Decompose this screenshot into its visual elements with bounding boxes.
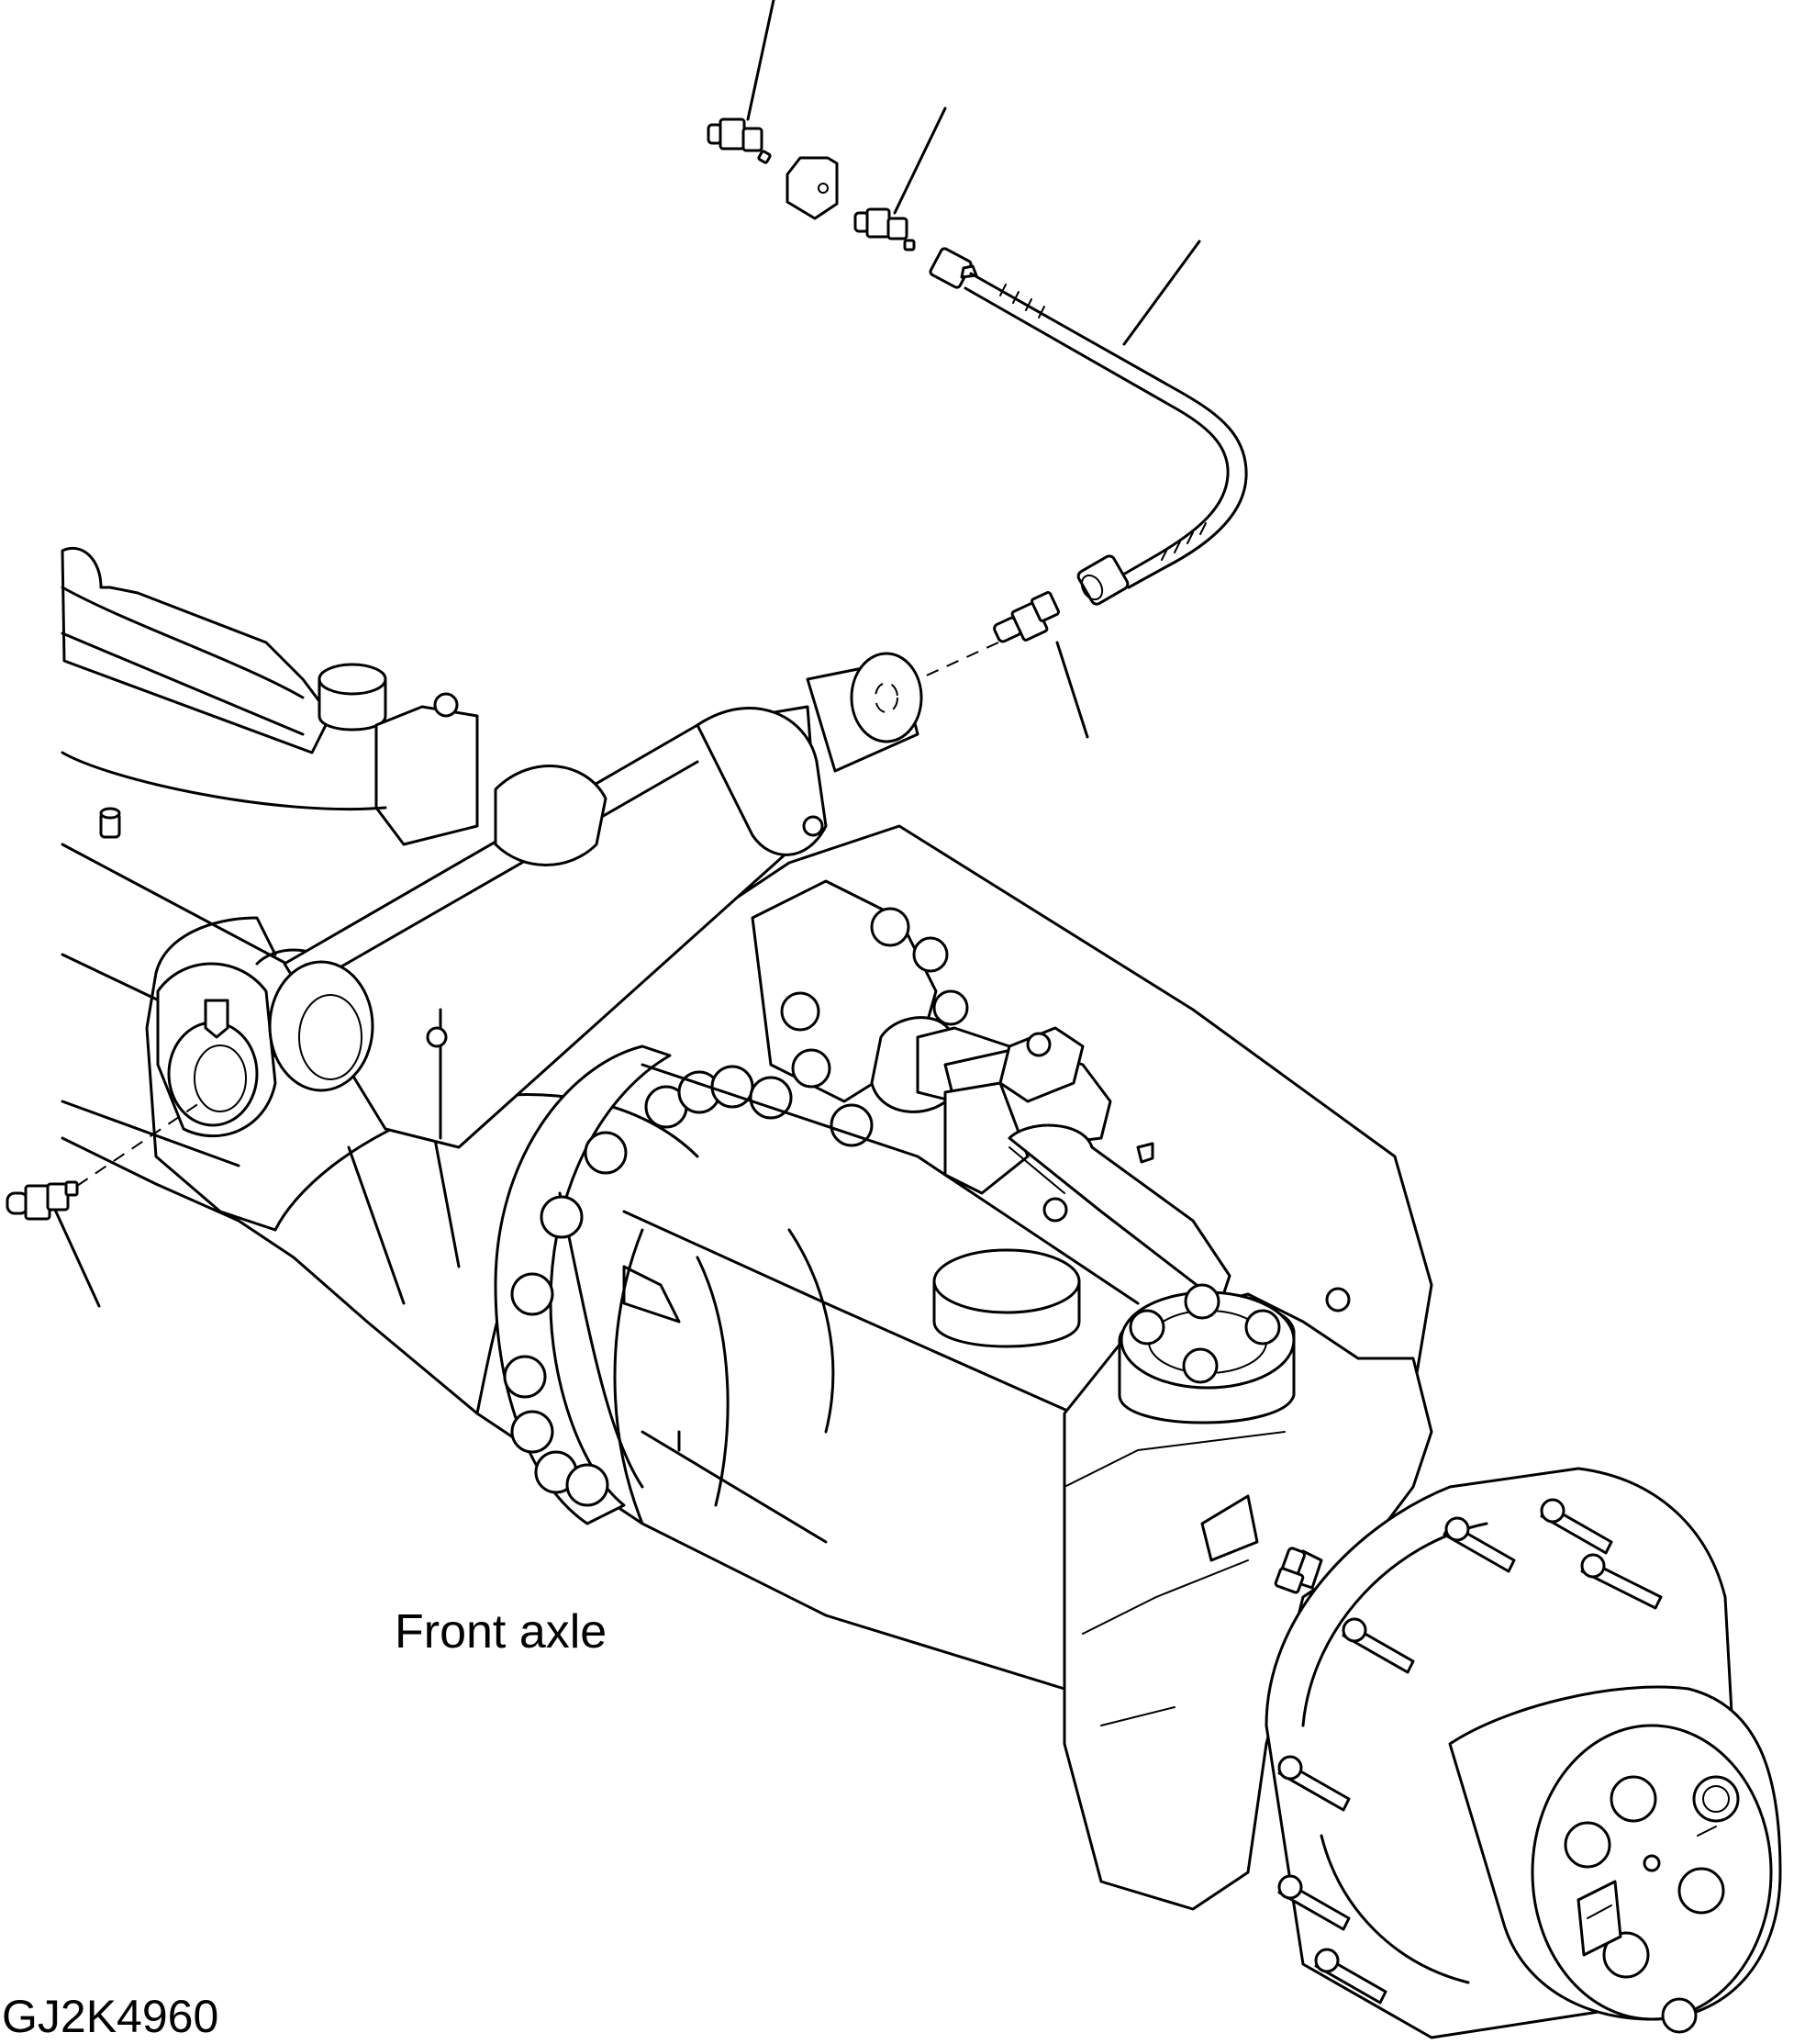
steering-arm-left (61, 546, 479, 846)
grease-fitting-top (707, 117, 772, 164)
grease-fitting-middle (853, 207, 916, 251)
diagram-caption: Front axle (395, 1605, 607, 1659)
steering-linkage-right (751, 879, 1231, 1305)
rear-shaft-boss (494, 765, 607, 866)
grease-fitting-right (993, 591, 1060, 643)
tube-cap (932, 1248, 1081, 1348)
grease-hose (929, 247, 1248, 606)
left-pivot-boss (156, 962, 277, 1138)
centre-pin-housing (268, 652, 923, 1149)
wheel-studs (1277, 1498, 1663, 2005)
flange-bolts (503, 1065, 793, 1507)
grease-fitting-left (6, 1180, 79, 1221)
planetary-cover (1448, 1685, 1782, 2034)
axle-tube-right (622, 1063, 1140, 1544)
leader-lines (53, 0, 1201, 1308)
figure-code: GJ2K4960 (2, 1991, 219, 2042)
left-bolt (99, 807, 121, 839)
hose-bracket (786, 156, 839, 220)
knuckle-grease-fitting (1274, 1547, 1306, 1594)
